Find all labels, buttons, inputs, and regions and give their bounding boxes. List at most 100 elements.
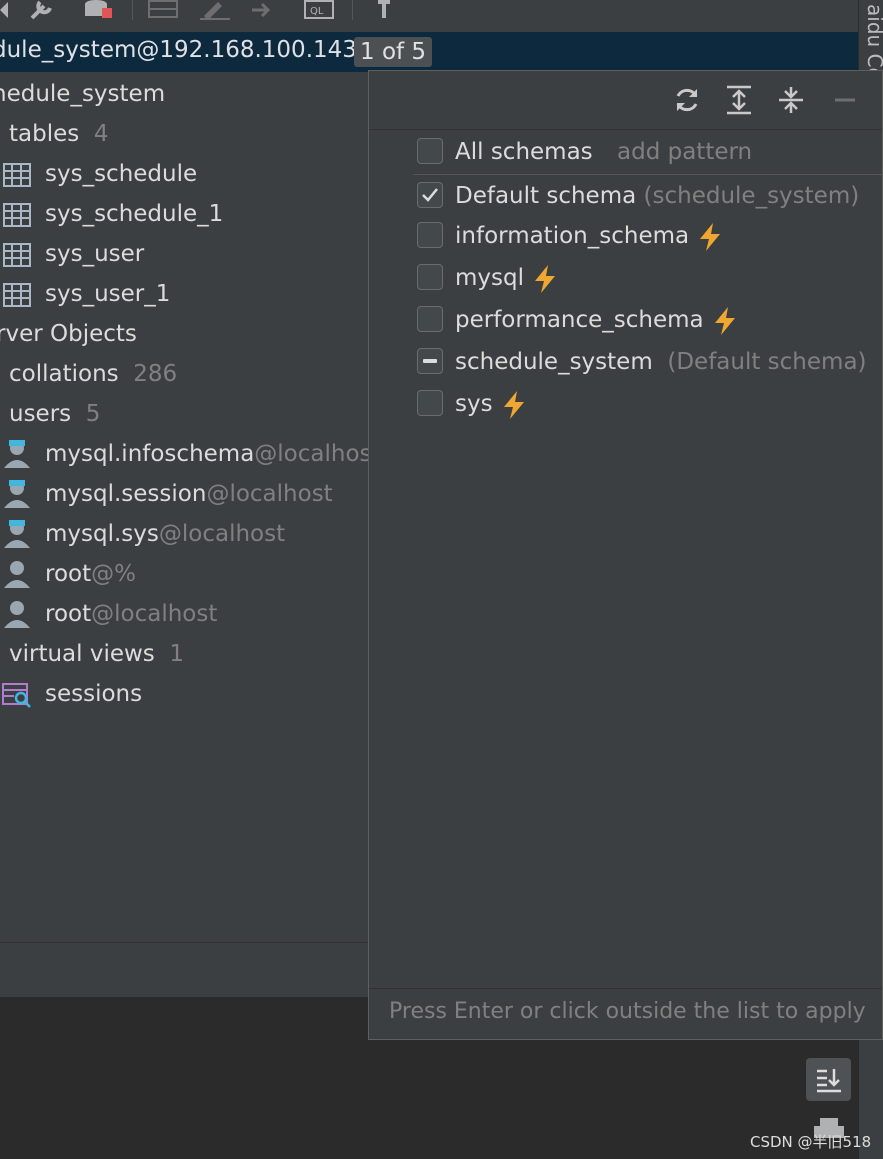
connection-header: dule_system@192.168.100.143 1 of 5	[0, 32, 858, 72]
schema-name: Default schema	[455, 183, 637, 209]
user-host: @localhost	[158, 521, 286, 547]
collapse-all-icon[interactable]	[777, 85, 805, 115]
lightning-icon	[503, 390, 524, 419]
popup-separator	[413, 174, 883, 175]
tree-table-item[interactable]: sys_schedule	[0, 154, 360, 194]
user-host: @%	[91, 561, 136, 587]
pin-icon[interactable]	[374, 0, 394, 20]
tree-collations-node[interactable]: collations 286	[9, 354, 177, 394]
node-label: virtual views	[9, 641, 155, 667]
tree-table-item[interactable]: sys_user	[0, 234, 360, 274]
node-count: 1	[169, 641, 185, 667]
toolbar: QL	[0, 0, 858, 32]
tree-user-item[interactable]: mysql.session@localhost	[0, 474, 368, 514]
lightning-icon	[714, 306, 735, 335]
table-icon[interactable]	[148, 0, 178, 20]
schema-name: schedule_system	[455, 349, 653, 375]
node-count: 4	[93, 121, 109, 147]
add-pattern-link[interactable]: add pattern	[617, 139, 753, 165]
schema-note: (schedule_system)	[643, 183, 860, 209]
tree-users-node[interactable]: users 5	[9, 394, 100, 434]
tree-user-item[interactable]: mysql.sys@localhost	[0, 514, 368, 554]
schema-name: hedule_system	[0, 81, 166, 107]
query-console-icon[interactable]: QL	[304, 0, 334, 20]
node-label: users	[9, 401, 72, 427]
table-name: sys_user	[45, 241, 145, 267]
download-icon	[817, 1069, 841, 1093]
user-host: @localhost	[206, 481, 333, 507]
node-label: tables	[9, 121, 80, 147]
lightning-icon	[700, 222, 721, 251]
user-icon	[4, 561, 30, 588]
tree-table-item[interactable]: sys_schedule_1	[0, 194, 360, 234]
lightning-icon	[535, 264, 555, 293]
tree-view-item[interactable]: sessions	[0, 674, 360, 714]
expand-all-icon[interactable]	[725, 85, 753, 115]
tree-table-item[interactable]: sys_user_1	[0, 274, 360, 314]
tree-schema-node[interactable]: hedule_system	[0, 74, 165, 114]
system-user-icon	[4, 440, 30, 468]
table-name: sys_schedule_1	[45, 201, 224, 227]
tree-footer	[0, 942, 368, 998]
all-schemas-checkbox[interactable]	[417, 138, 443, 164]
table-icon	[3, 283, 31, 307]
user-host: @localhost	[91, 601, 218, 627]
unchecked-checkbox[interactable]	[417, 390, 443, 416]
svg-text:QL: QL	[310, 6, 324, 17]
user-name: mysql.sys	[45, 521, 159, 547]
unchecked-checkbox[interactable]	[417, 264, 443, 290]
schema-name: information_schema	[455, 223, 690, 249]
connection-title: dule_system@192.168.100.143	[0, 37, 357, 63]
user-name: mysql.session	[45, 481, 207, 507]
view-name: sessions	[45, 681, 143, 707]
table-icon	[3, 243, 31, 267]
tree-tables-node[interactable]: tables 4	[9, 114, 109, 154]
system-user-icon	[4, 520, 30, 548]
schema-note: (Default schema)	[667, 349, 867, 375]
node-count: 286	[133, 361, 178, 387]
view-icon	[2, 683, 31, 708]
indeterminate-checkbox[interactable]	[417, 348, 443, 374]
schema-selection-popup: All schemas add pattern Default schema (…	[368, 70, 883, 1040]
jump-icon[interactable]	[250, 0, 276, 20]
table-name: sys_user_1	[45, 281, 171, 307]
user-name: root	[45, 561, 92, 587]
print-icon[interactable]	[812, 1118, 846, 1138]
minimize-icon[interactable]	[831, 85, 859, 115]
user-icon	[4, 601, 30, 628]
edit-icon[interactable]	[200, 0, 230, 20]
table-icon	[3, 203, 31, 227]
unchecked-checkbox[interactable]	[417, 222, 443, 248]
table-icon	[3, 163, 31, 187]
user-host: @localhost	[254, 441, 368, 467]
user-name: mysql.infoschema	[45, 441, 255, 467]
dash-icon	[423, 359, 437, 363]
table-name: sys_schedule	[45, 161, 198, 187]
node-label: collations	[9, 361, 119, 387]
node-label: rver Objects	[0, 321, 137, 347]
tree-virtual-views-node[interactable]: virtual views 1	[9, 634, 184, 674]
schema-count-badge[interactable]: 1 of 5	[354, 37, 433, 67]
system-user-icon	[4, 480, 30, 508]
database-icon[interactable]	[84, 0, 114, 20]
refresh-icon[interactable]	[673, 85, 701, 115]
popup-footer: Press Enter or click outside the list to…	[369, 988, 882, 1039]
arrow-icon[interactable]	[0, 0, 10, 20]
user-name: root	[45, 601, 92, 627]
tree-user-item[interactable]: root@localhost	[0, 594, 368, 634]
tree-user-item[interactable]: root@%	[0, 554, 368, 594]
right-strip-label[interactable]: aidu Co	[863, 4, 883, 80]
checked-checkbox[interactable]	[417, 182, 443, 208]
unchecked-checkbox[interactable]	[417, 306, 443, 332]
wrench-icon[interactable]	[28, 0, 60, 20]
all-schemas-label: All schemas	[455, 139, 593, 165]
node-count: 5	[85, 401, 101, 427]
popup-toolbar	[369, 71, 882, 130]
apply-hint: Press Enter or click outside the list to…	[389, 999, 866, 1024]
schema-name: mysql	[455, 265, 524, 291]
tree-server-objects-node[interactable]: rver Objects	[0, 314, 137, 354]
scroll-to-end-button[interactable]	[806, 1058, 851, 1101]
watermark: CSDN @半旧518	[750, 1133, 872, 1151]
tree-user-item[interactable]: mysql.infoschema@localhost	[0, 434, 368, 474]
toolbar-divider	[352, 0, 353, 20]
